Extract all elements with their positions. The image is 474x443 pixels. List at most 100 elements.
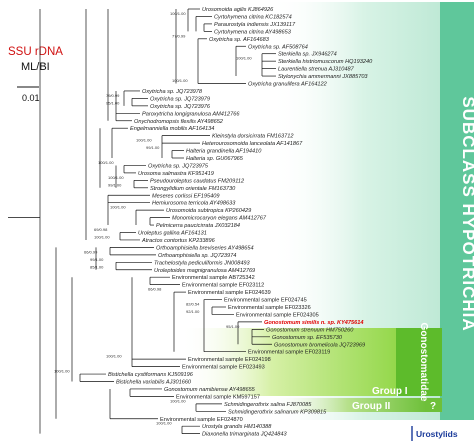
support-value: 95/1.00: [106, 100, 120, 105]
support-value: 66/0.98: [148, 287, 162, 292]
tip-label: Oxytricha granulifera AF164122: [248, 82, 328, 88]
support-value: 79/0.99: [106, 93, 120, 98]
subclass-label: SUBCLASS HYPOTRICHIA: [459, 96, 474, 331]
tip-label: Engelmanniella mobilis AF164134: [130, 126, 214, 132]
tip-label: Gonostomum strenuum HM750260: [266, 327, 354, 333]
group2-question-mark: ?: [430, 401, 436, 412]
tip-label: Cyrtohymena citrina KC182574: [214, 14, 292, 20]
tip-label: Halteria sp. GU067965: [186, 156, 244, 162]
tip-label: Onychodromopsis flexilis AY498652: [134, 119, 224, 125]
tip-label: Heterourosomoida lanceolata AF141867: [202, 141, 303, 147]
tip-label: Orthoamphisiella sp. JQ723974: [158, 253, 236, 259]
legend-gene: SSU rDNA: [8, 46, 63, 58]
tip-label: Environmental sample EF024198: [188, 357, 271, 363]
support-value: 92/1.00: [186, 309, 200, 314]
group2-shade: [270, 398, 426, 412]
gonostomatidae-label: Gonostomatidae: [418, 323, 429, 402]
support-value: 100/1.00: [54, 369, 70, 374]
tip-label: Urostyla grandis HM140388: [202, 424, 272, 430]
tip-label: Hemiurosoma terricola AY498633: [152, 201, 236, 207]
tip-label: Uroleptoides magnigranulosa AM412769: [154, 268, 255, 274]
support-value: 100/1.00: [136, 138, 152, 143]
tip-label: Oxytricha sp. JQ723979: [150, 96, 210, 102]
tip-label: Oxytricha sp. AF508764: [248, 44, 308, 50]
tip-label: Diaxonella trimarginata JQ424843: [202, 432, 287, 438]
group1-label: Group I: [372, 386, 408, 397]
tip-label: Cyrtohymena citrina AY498653: [214, 29, 292, 35]
support-value: 100/1.00: [236, 56, 252, 61]
tip-label: Atractos contortus KP233896: [141, 238, 216, 244]
support-value: 100/1.00: [108, 175, 124, 180]
tip-label: Urosomoida agilis KJ864926: [202, 7, 274, 13]
support-value: 99/1.00: [146, 145, 160, 150]
scale-value: 0.01: [22, 93, 40, 103]
support-value: 66/0.99: [84, 249, 98, 254]
support-value: 100/1.00: [170, 11, 186, 16]
support-values: 100/1.00 77/0.99 100/1.00 100/1.00 79/0.99 95…: [54, 11, 252, 426]
tip-label: Environmental sample EF024639: [188, 290, 271, 296]
tip-label: Schmidingerothrix salina FJ870085: [224, 402, 312, 408]
group2-mark-box: [426, 398, 442, 412]
tip-label: Sterkiella histriomuscorum HQ193240: [278, 59, 373, 65]
tip-label: Bistichella cystiformans KJ509196: [108, 372, 194, 378]
tip-label: Laurentiella strenua AJ310487: [278, 67, 355, 73]
tip-label: Pseudouroleptus caudatus FM209112: [150, 178, 245, 184]
tip-label: Schmidingerothrix salinarum KP309815: [228, 409, 327, 415]
tip-label: Uroleptus gallina AF164131: [138, 231, 207, 237]
tip-label: Gonostomum similis n. sp. KY475614: [264, 320, 364, 326]
tip-label: Gonostomum namibiense AY498655: [164, 387, 256, 393]
tip-label: Environmental sample KM597157: [176, 394, 260, 400]
tip-label: Oxytricha sp. JQ723976: [150, 104, 211, 110]
tip-label: Paroxytricha longigranulosa AM412766: [142, 111, 240, 117]
tip-label: Orthoamphisiella breviseries AY498654: [156, 245, 254, 251]
tip-label: Stylonychia ammermanni JX885703: [278, 74, 368, 80]
tip-label: Environmental sample EF023326: [228, 305, 311, 311]
support-value: 99/1.00: [108, 182, 122, 187]
support-value: 100/1.00: [110, 205, 126, 210]
support-value: 82/0.54: [186, 302, 200, 307]
tip-label: Oxytricha sp. JQ723978: [142, 89, 203, 95]
gonostomatidae-bar: [396, 328, 442, 396]
subclass-bar: [440, 2, 474, 420]
tree: [8, 8, 276, 434]
legend: SSU rDNA ML/BI 0.01: [8, 46, 63, 103]
tip-label: Sterkiella sp. JX946274: [278, 52, 337, 58]
tip-label: Oxytricha sp. JQ723975: [148, 163, 209, 169]
tip-label: Environmental sample EF024305: [236, 312, 319, 318]
support-value: 100/1.00: [156, 421, 172, 426]
clade-shading: [180, 2, 474, 420]
tip-label: Monomicrocaryon elegans AM412767: [172, 216, 267, 222]
tip-label: Environmental sample EF023112: [182, 283, 264, 289]
support-value: 100/1.00: [98, 160, 114, 165]
support-value: 77/0.99: [172, 33, 186, 38]
support-value: 100/1.00: [170, 398, 186, 403]
support-value: 100/1.00: [172, 78, 188, 83]
group2-label: Group II: [352, 401, 391, 412]
support-value: 85/1.00: [90, 264, 104, 269]
tip-label: Meseres corlissi EF195409: [152, 193, 219, 199]
tip-label: Environmental sample AB725342: [172, 275, 255, 281]
tip-label: Strongylidium orientale FM163730: [150, 186, 236, 192]
tip-label: Halteria grandinella AF194410: [186, 149, 262, 155]
tip-label: Gonostomum bromelicola JQ723969: [274, 342, 365, 348]
tip-label: Environmental sample EF023493: [182, 365, 265, 371]
tip-label: Trachelostyla pediculiformis JN008493: [154, 260, 251, 266]
support-value: 100/1.00: [94, 234, 110, 239]
support-value: 100/1.00: [106, 354, 122, 359]
tip-label: Urosoma salmastra KF951419: [138, 171, 214, 177]
support-value: 95/1.00: [226, 324, 240, 329]
tip-label: Gonostomum sp. EF535730: [272, 335, 343, 341]
tip-label: Oxytricha sp. AF164683: [209, 37, 270, 43]
tip-label: Environmental sample EF024745: [224, 298, 307, 304]
tip-label: Bistichella variabilis AJ301660: [116, 380, 192, 386]
tip-label: Pelmicerra paucicirrata JX032184: [156, 223, 240, 229]
tip-label: Environmental sample EF023119: [248, 350, 330, 356]
legend-method: ML/BI: [21, 61, 50, 73]
tip-label: Paraurostyla indiensis JX139117: [214, 22, 296, 28]
support-value: 69/0.98: [94, 227, 108, 232]
urostylids-label: Urostylids: [416, 429, 458, 439]
support-value: 99/1.00: [90, 257, 104, 262]
tip-label: Kleinstyla dorsicirrata FM163712: [212, 134, 294, 140]
